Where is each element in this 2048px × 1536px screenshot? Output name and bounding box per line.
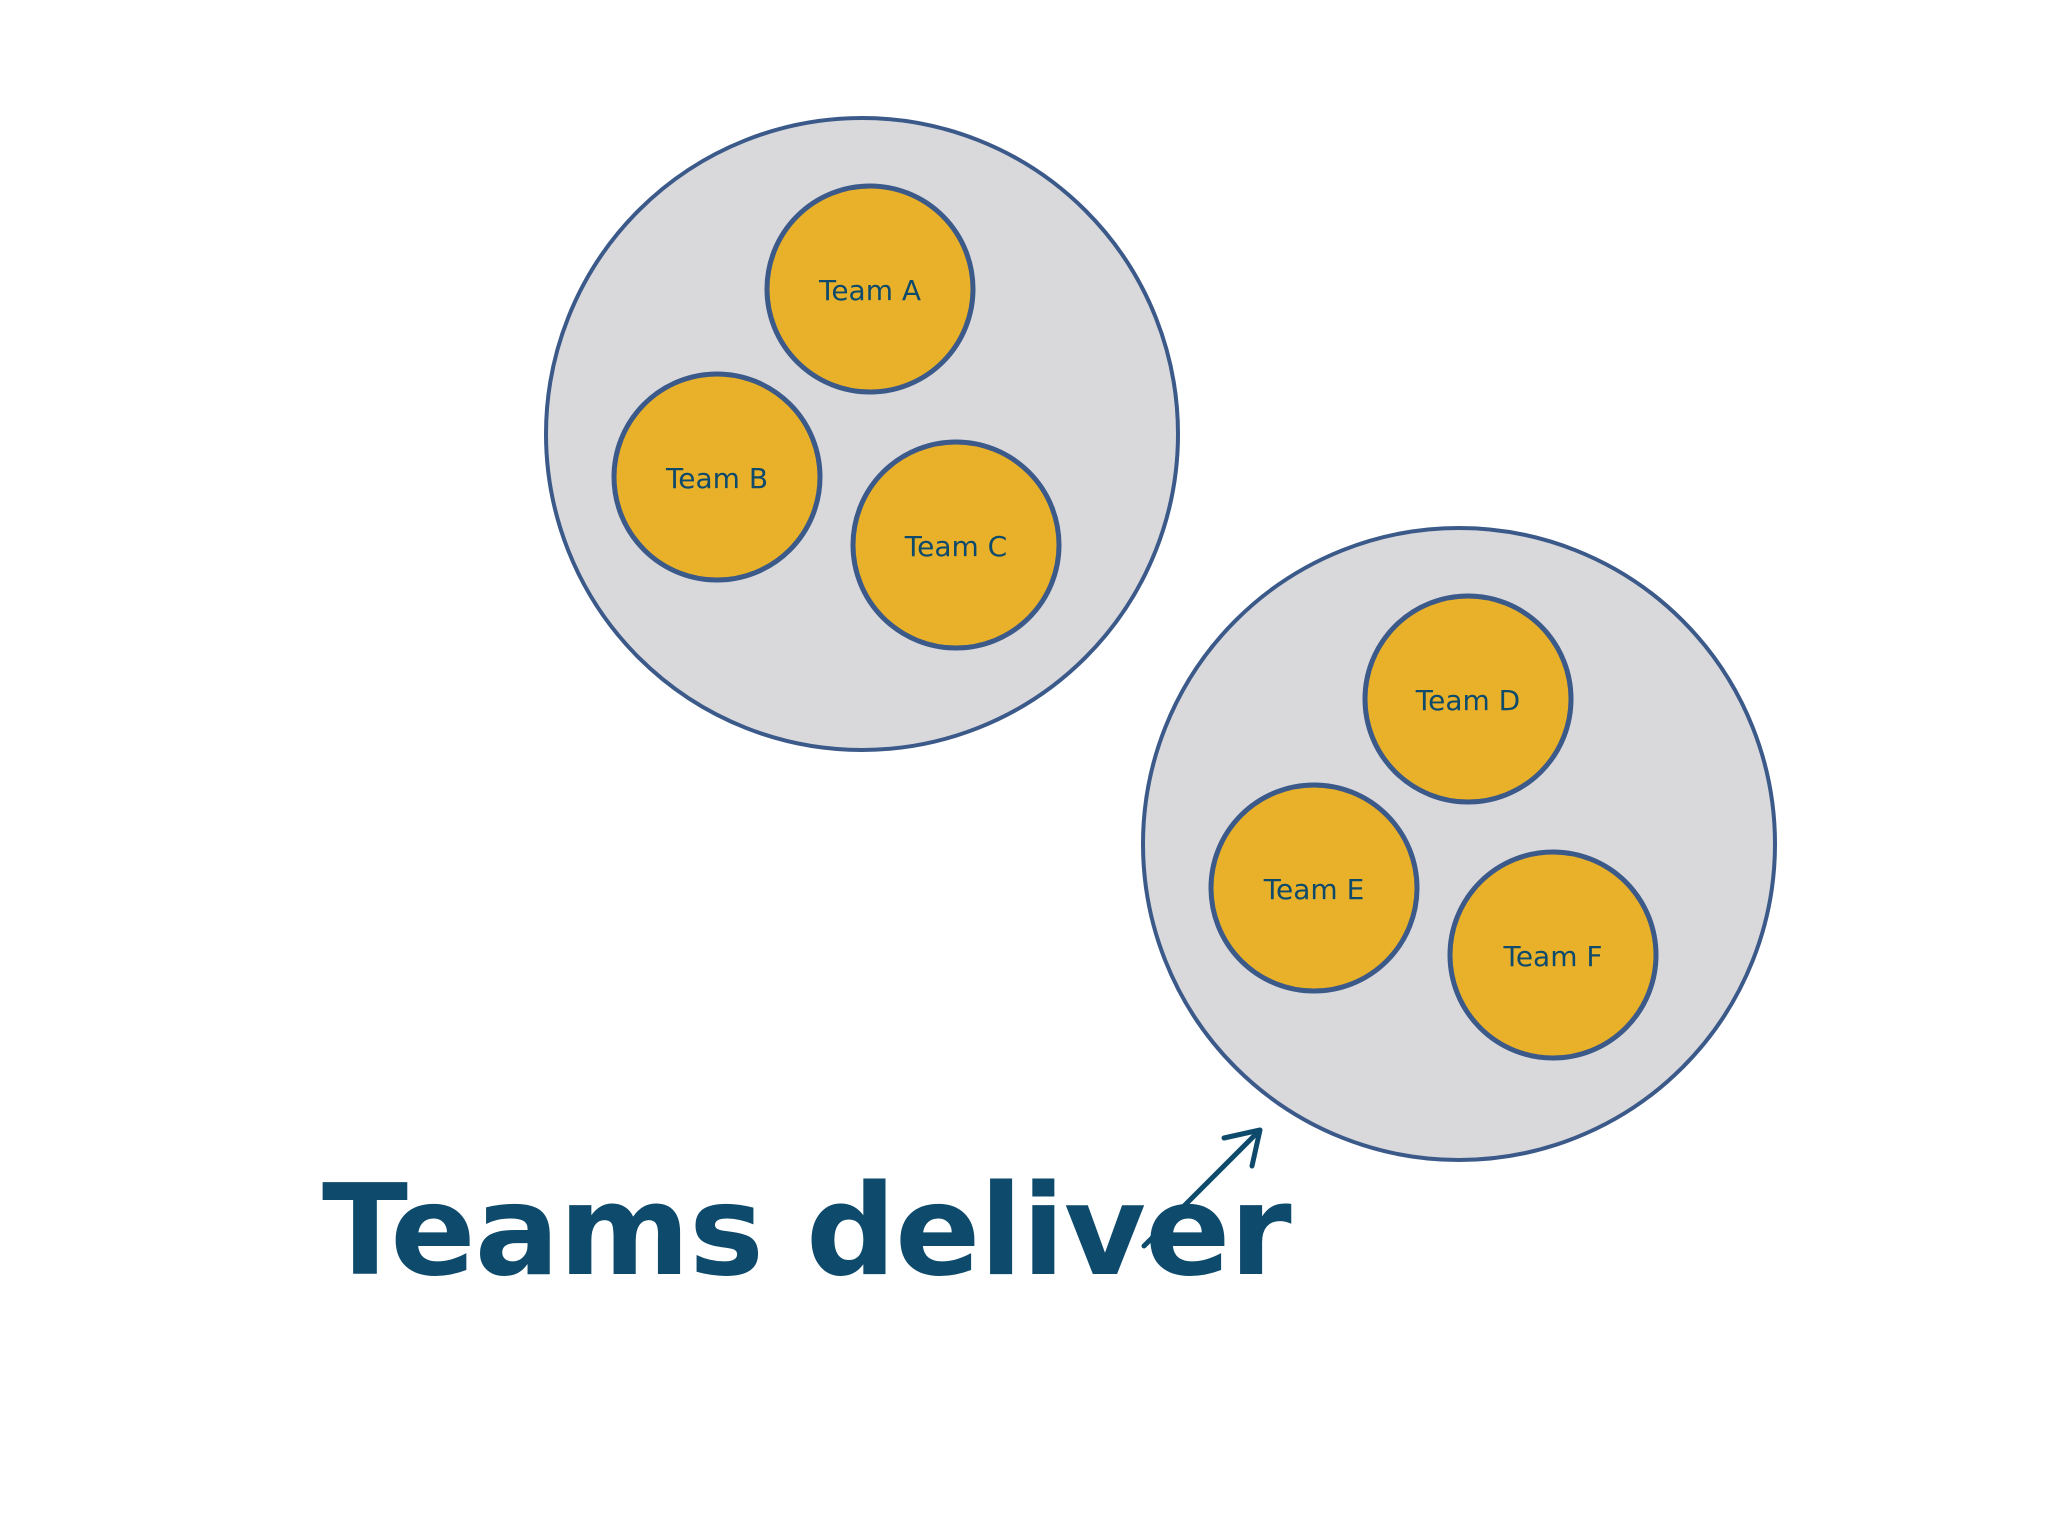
team-e-node: Team E (1208, 782, 1420, 994)
caption-text: Teams deliver (322, 1157, 1292, 1304)
team-b-label: Team B (665, 462, 768, 495)
team-b-node: Team B (611, 371, 823, 583)
team-a-label: Team A (818, 274, 921, 307)
team-c-node: Team C (850, 439, 1062, 651)
group-1: Team A Team B Team C (544, 116, 1180, 752)
team-e-label: Team E (1263, 873, 1365, 906)
team-b-circle (611, 371, 823, 583)
pointer-arrow (1141, 1127, 1263, 1249)
arrow-shaft (1141, 1131, 1259, 1249)
team-a-node: Team A (764, 183, 976, 395)
arrow-head (1221, 1127, 1263, 1169)
team-a-circle (764, 183, 976, 395)
team-f-node: Team F (1447, 849, 1659, 1061)
team-c-label: Team C (904, 530, 1007, 563)
team-f-label: Team F (1502, 940, 1602, 973)
team-d-circle (1362, 593, 1574, 805)
team-f-circle (1447, 849, 1659, 1061)
team-d-node: Team D (1362, 593, 1574, 805)
group-2: Team D Team E Team F (1141, 526, 1777, 1162)
team-e-circle (1208, 782, 1420, 994)
team-c-circle (850, 439, 1062, 651)
team-d-label: Team D (1415, 684, 1520, 717)
